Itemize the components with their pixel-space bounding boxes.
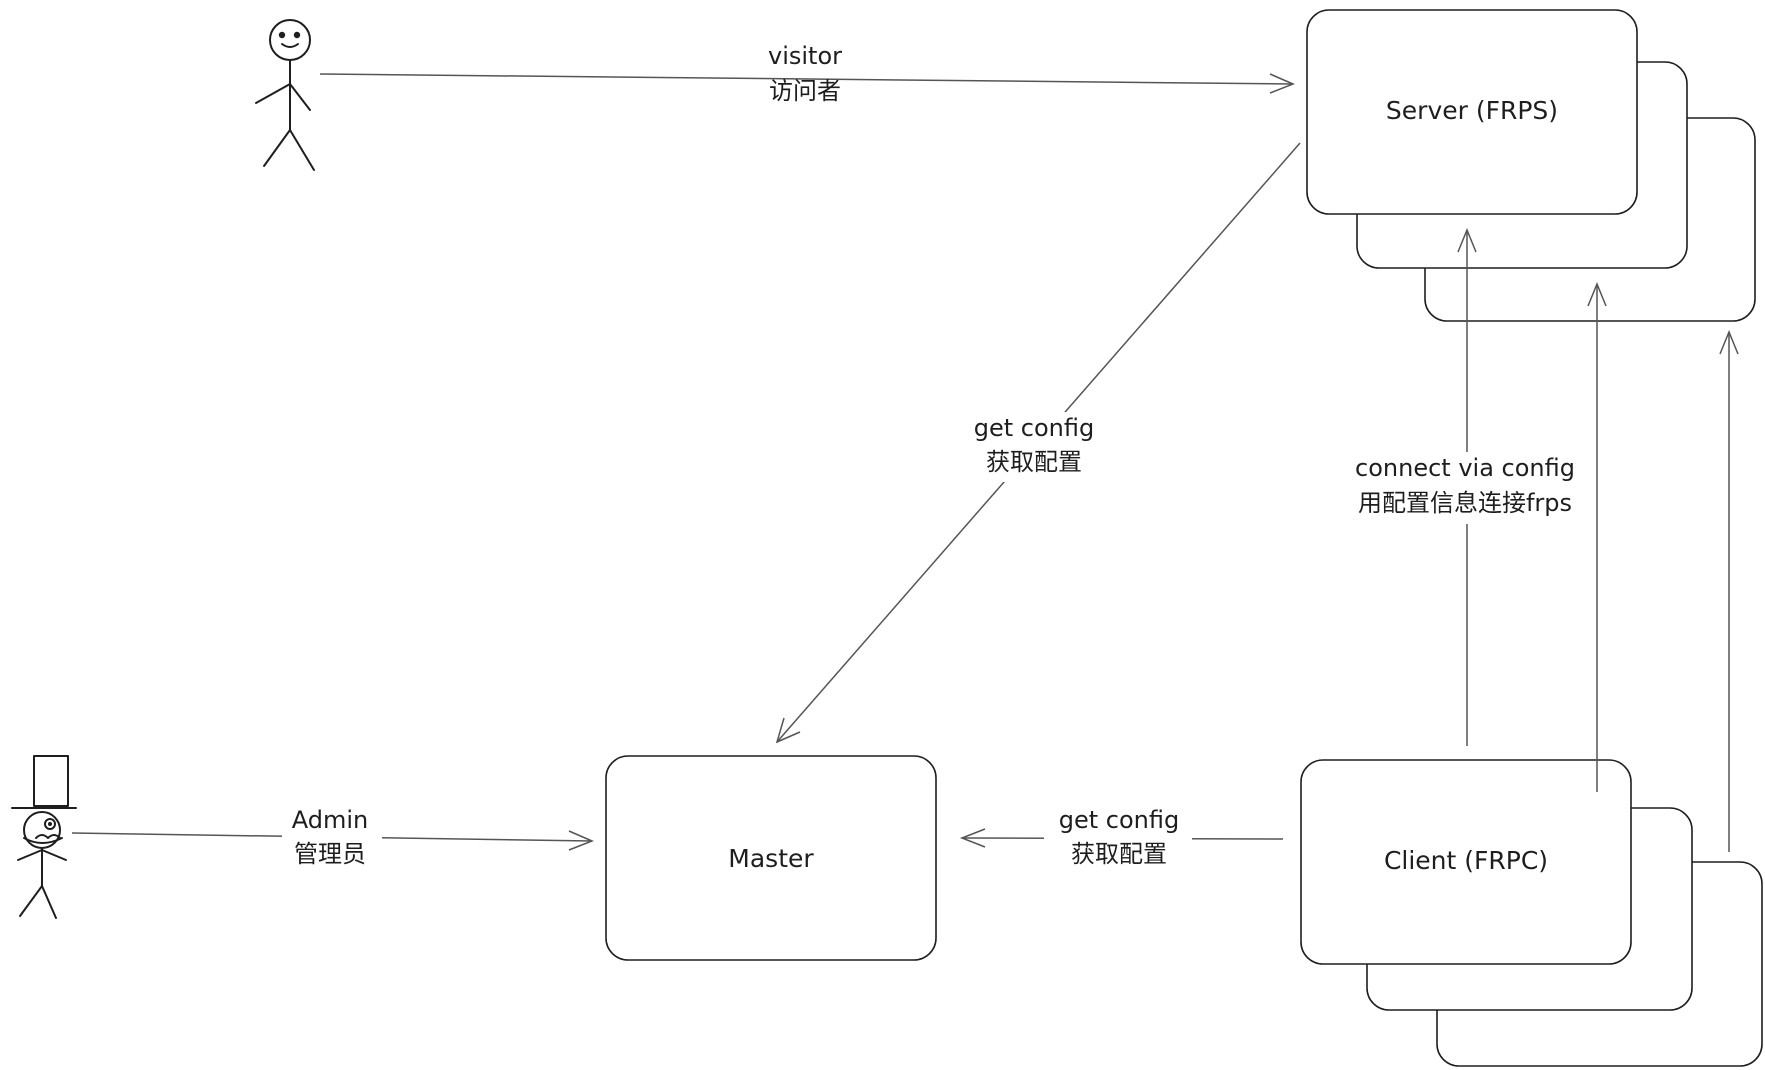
server-box-front (1306, 9, 1638, 215)
edge-client-master-label-en: get config (1059, 806, 1179, 834)
edge-client-to-master: get config 获取配置 (959, 806, 1284, 876)
edge-client-master-label-zh: 获取配置 (1071, 840, 1167, 868)
edge-admin-label-en: Admin (292, 806, 369, 834)
edge-client-server-label-zh: 用配置信息连接frps (1358, 489, 1572, 517)
server-node-stack[interactable]: Server (FRPS) (1306, 9, 1756, 322)
edge-visitor-to-server: visitor 访问者 (319, 42, 1295, 105)
edge-visitor-label-en: visitor (768, 42, 842, 70)
client-label: Client (FRPC) (1384, 846, 1548, 875)
master-node[interactable]: Master (605, 755, 937, 961)
edge-client-server-label-en: connect via config (1355, 454, 1575, 482)
stick-figure-icon (255, 19, 315, 171)
master-box (605, 755, 937, 961)
edge-server-master-label-zh: 获取配置 (986, 448, 1082, 476)
edge-admin-to-master: Admin 管理员 (71, 806, 594, 876)
edge-visitor-label-zh: 访问者 (769, 77, 841, 105)
edge-server-to-master: get config 获取配置 (775, 142, 1301, 744)
client-node-stack[interactable]: Client (FRPC) (1300, 759, 1763, 1067)
client-box-front (1300, 759, 1632, 965)
edge-admin-label-zh: 管理员 (294, 840, 366, 868)
edge-server-master-label-en: get config (974, 414, 1094, 442)
edge-client-to-server: connect via config 用配置信息连接frps (1336, 228, 1739, 852)
master-label: Master (728, 844, 814, 873)
top-hat-figure-icon (11, 755, 77, 919)
server-label: Server (FRPS) (1386, 96, 1558, 125)
